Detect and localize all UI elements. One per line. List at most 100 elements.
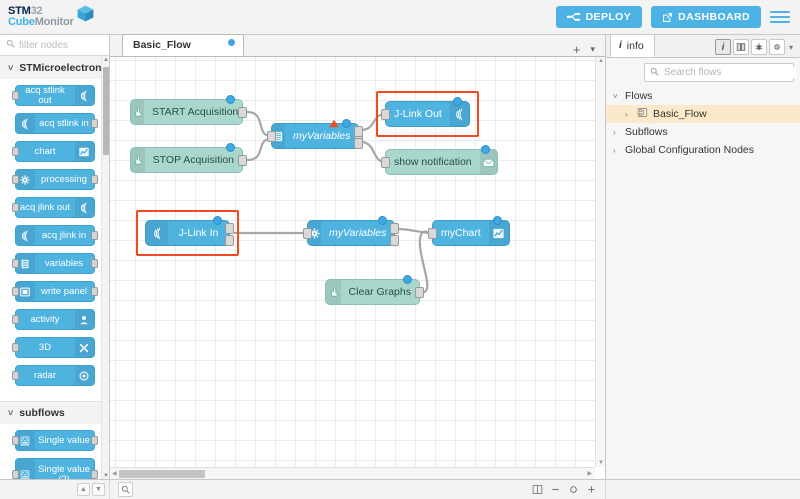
zoom-out-icon[interactable]: [550, 484, 561, 495]
node-output-port[interactable]: [238, 155, 247, 166]
palette-node-chart[interactable]: chart: [11, 141, 95, 162]
tree-item-global-configuration-nodes[interactable]: ›Global Configuration Nodes: [606, 141, 800, 159]
canvas-horizontal-scrollbar[interactable]: ◀ ▶: [110, 467, 595, 479]
deploy-button[interactable]: DEPLOY: [555, 6, 643, 28]
node-input-port[interactable]: [11, 314, 19, 324]
search-flows-input[interactable]: [664, 67, 796, 78]
canvas-node-start[interactable]: START Acquisition: [130, 95, 247, 125]
canvas-scroll-right-arrow[interactable]: ▶: [587, 471, 592, 477]
node-input-port[interactable]: [11, 146, 19, 156]
canvas-node-jlinkin[interactable]: J-Link In: [145, 216, 234, 246]
node-output-port[interactable]: [238, 107, 247, 118]
node-input-port[interactable]: [381, 157, 390, 168]
dashboard-button[interactable]: DASHBOARD: [651, 6, 761, 28]
node-output-port[interactable]: [415, 287, 424, 298]
canvas-node-notif[interactable]: show notification: [381, 145, 498, 175]
canvas-vertical-scrollbar[interactable]: ▲ ▼: [595, 57, 605, 467]
palette-node-write-panel[interactable]: write panel: [11, 281, 98, 302]
palette-node-acq-jlink-out[interactable]: acq jlink out: [11, 197, 95, 218]
fit-view-icon[interactable]: [532, 484, 543, 495]
search-icon-button[interactable]: [118, 482, 133, 497]
expand-down-icon[interactable]: ▼: [92, 483, 105, 496]
node-input-port[interactable]: [11, 90, 19, 100]
palette-node-3d[interactable]: 3D: [11, 337, 95, 358]
node-output-port-1[interactable]: [390, 223, 399, 234]
node-output-port[interactable]: [90, 435, 98, 445]
node-input-port[interactable]: [11, 202, 19, 212]
hamburger-menu-icon[interactable]: [770, 8, 790, 26]
node-output-port[interactable]: [90, 230, 98, 240]
palette-node-acq-stlink-out[interactable]: acq stlink out: [11, 85, 95, 106]
palette-category-subflows[interactable]: ˅subflows: [0, 402, 109, 424]
zoom-in-icon[interactable]: [586, 484, 597, 495]
canvas-scroll-thumb[interactable]: [118, 469, 205, 478]
tab-basic-flow[interactable]: Basic_Flow: [122, 34, 244, 56]
palette-node-single-value-2[interactable]: Single value (2): [11, 458, 98, 479]
palette-node-variables[interactable]: variables: [11, 253, 98, 274]
node-output-port-2[interactable]: [390, 235, 399, 246]
search-flows-box[interactable]: ▾: [644, 63, 796, 82]
palette-node-activity[interactable]: activity: [11, 309, 95, 330]
bug-icon-button[interactable]: [750, 39, 767, 55]
canvas-scroll-up-arrow[interactable]: ▲: [598, 58, 604, 64]
node-output-port[interactable]: [90, 258, 98, 268]
palette-category-stmicroelectronics[interactable]: ˅STMicroelectronics: [0, 57, 109, 79]
node-input-port[interactable]: [11, 258, 19, 268]
tree-caret-icon[interactable]: ›: [625, 109, 628, 119]
palette-scroll-thumb[interactable]: [103, 67, 109, 155]
tree-item-subflows[interactable]: ›Subflows: [606, 123, 800, 141]
zoom-reset-icon[interactable]: [568, 484, 579, 495]
node-output-port[interactable]: [90, 118, 98, 128]
node-output-port-2[interactable]: [225, 235, 234, 246]
tree-item-flows[interactable]: ˅Flows: [606, 87, 800, 105]
node-input-port[interactable]: [381, 109, 390, 120]
collapse-up-icon[interactable]: ▲: [77, 483, 90, 496]
tab-info[interactable]: i info: [610, 34, 655, 57]
palette-node-radar[interactable]: radar: [11, 365, 95, 386]
canvas-node-myvars1[interactable]: myVariables: [267, 119, 363, 149]
node-input-port[interactable]: [428, 228, 437, 239]
scroll-down-arrow[interactable]: ▼: [103, 473, 109, 479]
add-flow-icon[interactable]: +: [572, 42, 581, 57]
canvas-node-jlinkout[interactable]: J-Link Out: [381, 97, 470, 127]
info-icon-button[interactable]: i: [714, 39, 731, 55]
tree-caret-icon[interactable]: ˅: [613, 91, 618, 101]
canvas-scroll-down-arrow[interactable]: ▼: [598, 460, 604, 466]
node-input-port[interactable]: [267, 131, 276, 142]
node-input-port[interactable]: [11, 286, 19, 296]
palette-filter[interactable]: [0, 35, 109, 56]
node-output-port-2[interactable]: [354, 138, 363, 149]
node-output-port[interactable]: [90, 286, 98, 296]
tree-caret-icon[interactable]: ›: [613, 127, 616, 137]
node-output-port-1[interactable]: [354, 126, 363, 137]
filter-nodes-input[interactable]: [19, 39, 99, 51]
palette-node-acq-stlink-in[interactable]: acq stlink in: [14, 113, 98, 134]
canvas-node-myvars2[interactable]: myVariables: [303, 216, 399, 246]
book-icon-button[interactable]: [732, 39, 749, 55]
node-input-port[interactable]: [303, 228, 312, 239]
node-output-port[interactable]: [90, 174, 98, 184]
canvas-scroll-left-arrow[interactable]: ◀: [112, 471, 117, 477]
gear-icon-button[interactable]: [768, 39, 785, 55]
palette-scrollbar[interactable]: ▲ ▼: [101, 57, 109, 479]
sidebar-more-caret-down-icon[interactable]: ▾: [788, 42, 793, 52]
node-input-port[interactable]: [11, 342, 19, 352]
palette-scroll-area[interactable]: ˅STMicroelectronics acq stlink out acq stl…: [0, 57, 109, 479]
palette-node-single-value[interactable]: Single value: [11, 430, 98, 451]
node-output-port-1[interactable]: [225, 223, 234, 234]
flow-menu-caret-down-icon[interactable]: ▾: [590, 44, 595, 54]
scroll-up-arrow[interactable]: ▲: [103, 57, 109, 63]
node-input-port[interactable]: [11, 174, 19, 184]
node-input-port[interactable]: [11, 370, 19, 380]
canvas-node-mychart[interactable]: myChart: [428, 216, 510, 246]
canvas-node-stop[interactable]: STOP Acquisition: [130, 143, 247, 173]
palette-node-processing[interactable]: processing: [11, 169, 98, 190]
palette-node-acq-jlink-in[interactable]: acq jlink in: [14, 225, 98, 246]
node-input-port[interactable]: [11, 435, 19, 445]
tree-caret-icon[interactable]: ›: [613, 145, 616, 155]
canvas-node-clear[interactable]: Clear Graphs: [325, 275, 424, 305]
node-output-port[interactable]: [90, 469, 98, 479]
node-input-port[interactable]: [11, 469, 19, 479]
tree-item-basic-flow[interactable]: ›Basic_Flow: [606, 105, 800, 123]
